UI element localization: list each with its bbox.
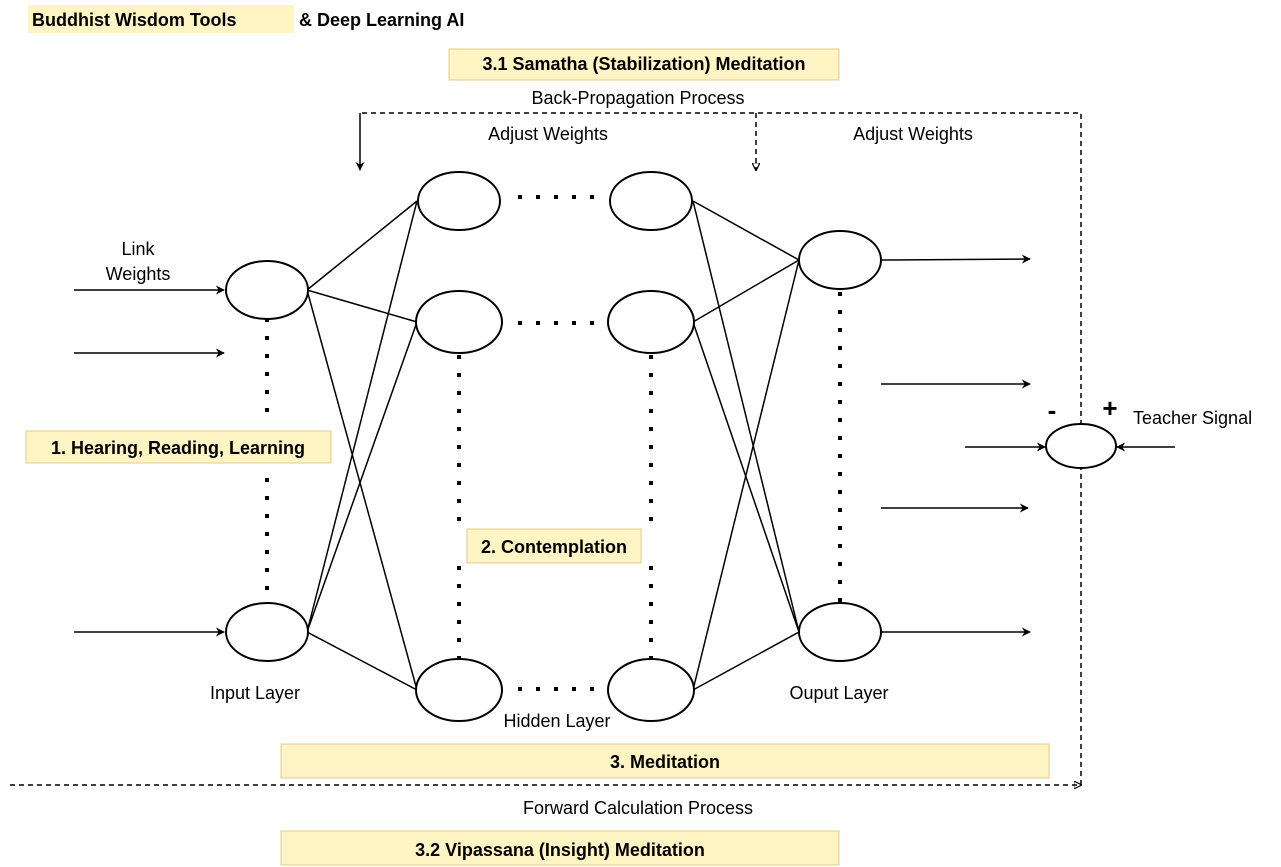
hearing-box bbox=[25, 430, 332, 464]
contemplation-label: 2. Contemplation bbox=[481, 537, 627, 557]
plus-sign: + bbox=[1102, 393, 1117, 423]
edge bbox=[692, 259, 800, 323]
hidden-node bbox=[607, 290, 695, 354]
edge bbox=[306, 200, 418, 291]
hidden-node bbox=[609, 171, 693, 231]
samatha-box bbox=[448, 48, 840, 81]
input-layer-label: Input Layer bbox=[210, 683, 300, 703]
minus-sign: - bbox=[1048, 395, 1057, 425]
title-rest: & Deep Learning AI bbox=[294, 10, 464, 30]
input-node bbox=[225, 260, 309, 320]
meditation-label: 3. Meditation bbox=[610, 752, 720, 772]
edge bbox=[692, 200, 800, 261]
samatha-label: 3.1 Samatha (Stabilization) Meditation bbox=[482, 54, 805, 74]
output-node bbox=[798, 230, 882, 290]
hidden-node bbox=[415, 658, 503, 722]
comparator-node bbox=[1045, 423, 1117, 469]
output-arrow bbox=[880, 254, 1031, 264]
adjust-weights-label-2: Adjust Weights bbox=[853, 124, 973, 144]
link-weights-label: Weights bbox=[106, 264, 171, 284]
edge bbox=[692, 631, 800, 691]
input-node bbox=[225, 602, 309, 662]
hearing-label: 1. Hearing, Reading, Learning bbox=[51, 438, 305, 458]
edge bbox=[306, 321, 418, 633]
hidden-layer-label: Hidden Layer bbox=[503, 711, 610, 731]
output-layer-label: Ouput Layer bbox=[789, 683, 888, 703]
meditation-box bbox=[280, 743, 1050, 779]
edge bbox=[306, 631, 418, 691]
edge bbox=[692, 200, 800, 633]
teacher-signal-label: Teacher Signal bbox=[1133, 408, 1252, 428]
edge bbox=[306, 289, 418, 323]
contemplation-box bbox=[466, 528, 642, 564]
forward-calculation-label: Forward Calculation Process bbox=[523, 798, 753, 818]
output-node bbox=[798, 602, 882, 662]
vipassana-box bbox=[280, 830, 840, 866]
adjust-weights-label-1: Adjust Weights bbox=[488, 124, 608, 144]
edge bbox=[306, 289, 418, 691]
title-highlight bbox=[28, 5, 294, 33]
title-highlighted: Buddhist Wisdom Tools bbox=[32, 10, 237, 30]
back-propagation-label: Back-Propagation Process bbox=[531, 88, 744, 108]
back-propagation-line bbox=[360, 112, 1082, 785]
hidden-node bbox=[417, 171, 501, 231]
vipassana-label: 3.2 Vipassana (Insight) Meditation bbox=[415, 840, 705, 860]
link-weights-label: Link bbox=[121, 239, 155, 259]
hidden-node bbox=[607, 658, 695, 722]
edge bbox=[306, 200, 418, 633]
edge bbox=[692, 259, 800, 691]
hidden-node bbox=[415, 290, 503, 354]
